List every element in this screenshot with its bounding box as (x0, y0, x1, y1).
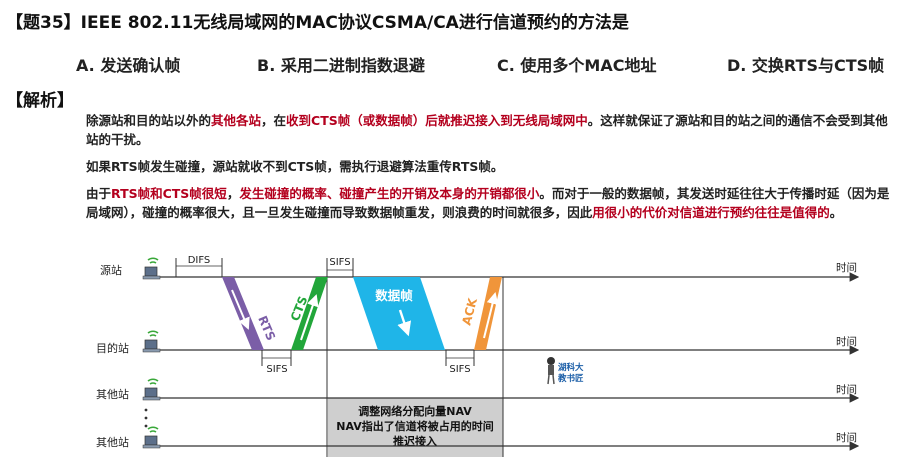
rts-arrow (231, 289, 250, 330)
watermark-line-2: 教书匠 (557, 373, 584, 384)
ellipsis-dot (144, 424, 148, 428)
laptop-wifi-icon (142, 330, 161, 353)
time-label-dest: 时间 (836, 335, 857, 348)
station-label-dest: 目的站 (96, 341, 129, 355)
ellipsis-dot (144, 416, 148, 420)
station-label-other-1: 其他站 (96, 387, 129, 401)
nav-text-3: 推迟接入 (393, 434, 437, 448)
ack-frame (474, 277, 502, 350)
question-title: 【题35】IEEE 802.11无线局域网的MAC协议CSMA/CA进行信道预约… (6, 13, 629, 33)
ellipsis-dot (144, 408, 148, 412)
station-label-source: 源站 (100, 263, 122, 277)
nav-text-1: 调整网络分配向量NAV (358, 404, 472, 418)
analysis-paragraph-2: 如果RTS帧发生碰撞，源站就收不到CTS帧，需执行退避算法重传RTS帧。 (86, 159, 504, 174)
nav-shaded-region (328, 398, 503, 457)
option-d[interactable]: D. 交换RTS与CTS帧 (727, 56, 885, 75)
analysis-paragraph-1: 除源站和目的站以外的其他各站，在收到CTS帧（或数据帧）后就推迟接入到无线局域网… (86, 113, 888, 147)
time-label-other-2: 时间 (836, 431, 857, 444)
option-b[interactable]: B. 采用二进制指数退避 (257, 56, 425, 75)
data-frame-label: 数据帧 (374, 288, 413, 303)
analysis-paragraph-3: 由于RTS帧和CTS帧很短，发生碰撞的概率、碰撞产生的开销及本身的开销都很小。而… (86, 186, 890, 220)
station-label-other-2: 其他站 (96, 435, 129, 449)
sifs-label-low: SIFS (266, 364, 287, 375)
laptop-wifi-icon (142, 378, 161, 401)
sifs-label-ack: SIFS (449, 364, 470, 375)
data-frame (353, 277, 445, 350)
ack-label: ACK (459, 296, 480, 327)
data-frame-arrow (397, 309, 412, 337)
watermark-line-1: 湖科大 (558, 362, 584, 373)
laptop-wifi-icon (142, 257, 161, 280)
ack-arrow (483, 292, 499, 339)
teacher-mascot-icon (547, 357, 555, 385)
nav-text-2: NAV指出了信道将被占用的时间 (336, 419, 494, 433)
laptop-wifi-icon (142, 426, 161, 449)
option-a[interactable]: A. 发送确认帧 (76, 56, 181, 75)
difs-label: DIFS (188, 255, 211, 266)
option-c[interactable]: C. 使用多个MAC地址 (497, 56, 657, 75)
sifs-label-top: SIFS (329, 257, 350, 268)
cts-arrow (300, 294, 319, 341)
analysis-heading: 【解析】 (6, 91, 74, 111)
time-label-source: 时间 (836, 261, 857, 274)
time-label-other-1: 时间 (836, 383, 857, 396)
rts-frame (222, 277, 264, 350)
